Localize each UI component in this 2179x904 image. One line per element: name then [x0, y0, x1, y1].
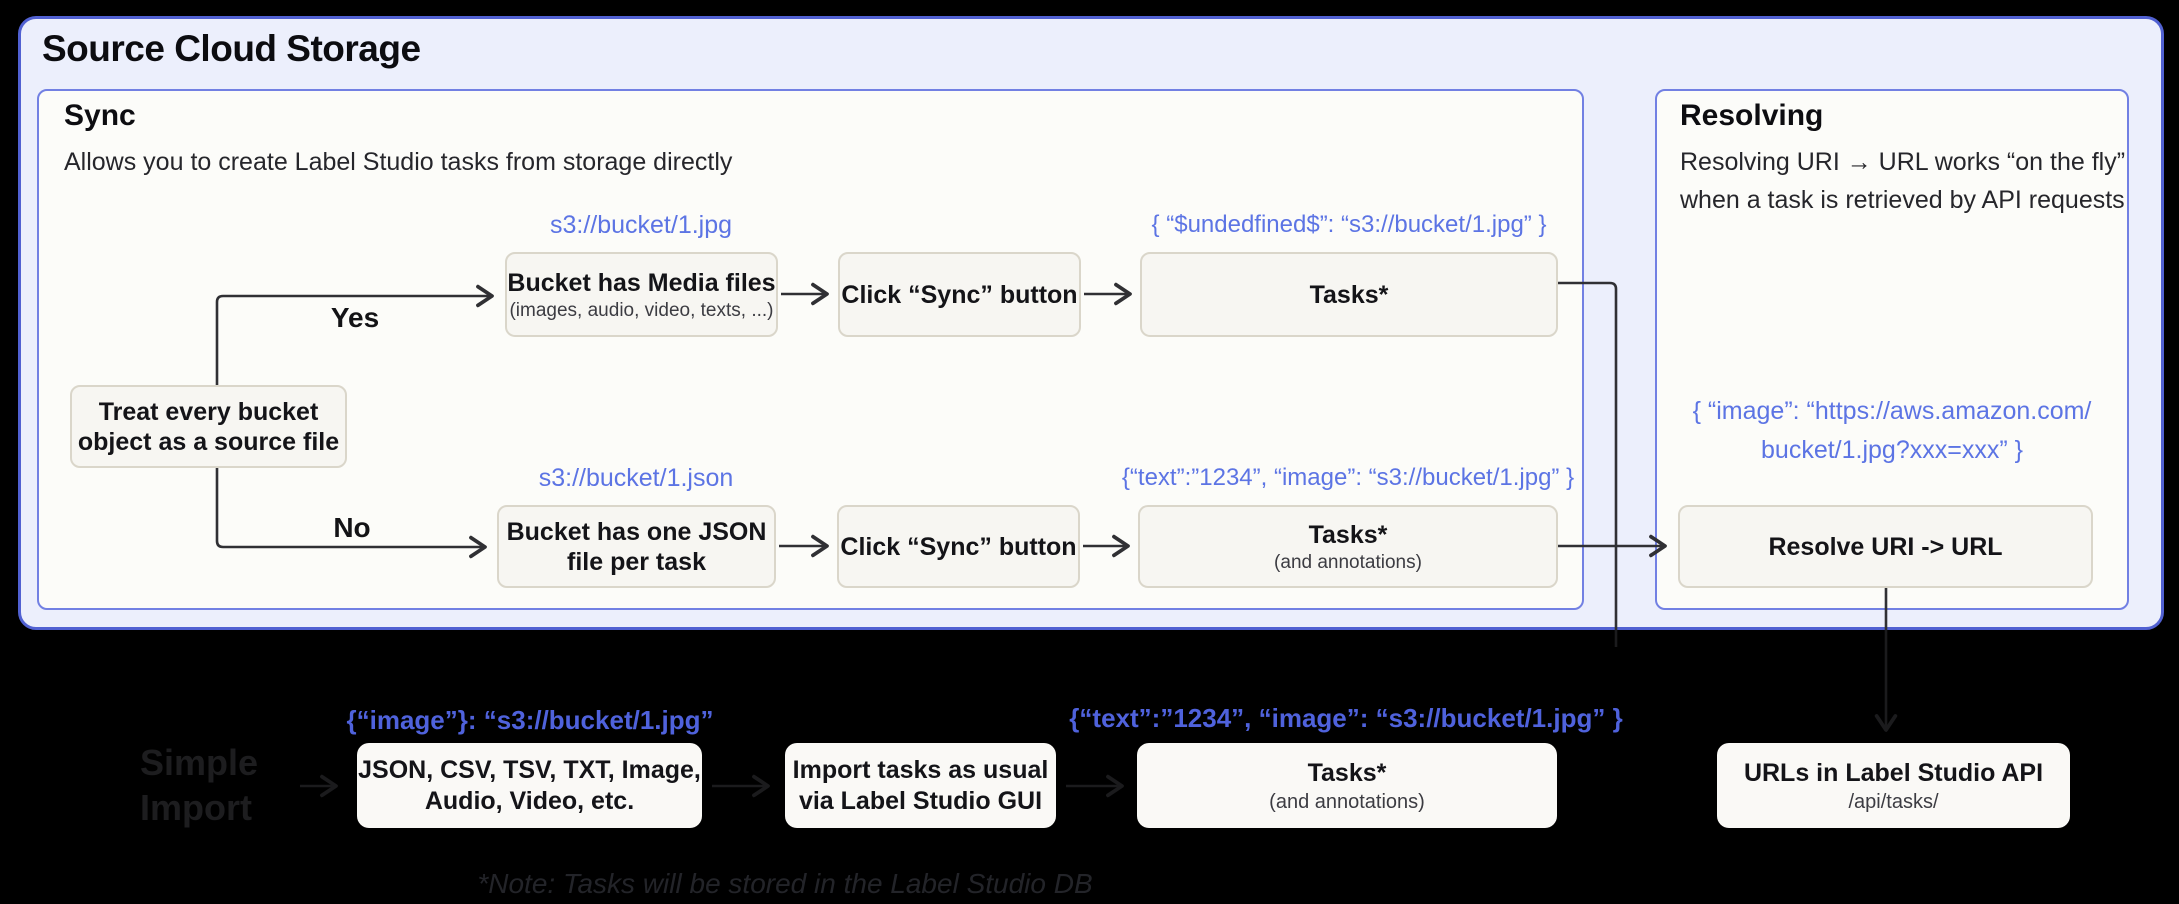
resolve-label: Resolve URI -> URL: [1768, 532, 2003, 561]
bucket-media-box: Bucket has Media files (images, audio, v…: [505, 252, 778, 337]
tasks-title-1: Tasks*: [1309, 280, 1389, 309]
formats-line1: JSON, CSV, TSV, TXT, Image,: [358, 755, 701, 784]
tasks-box-bottom: Tasks* (and annotations): [1137, 743, 1557, 828]
yes-label: Yes: [330, 302, 380, 333]
api-urls-box: URLs in Label Studio API /api/tasks/: [1717, 743, 2070, 828]
resolving-json-line1: { “image”: “https://aws.amazon.com/: [1692, 397, 2092, 425]
resolving-description: Resolving URI → URL works “on the fly” w…: [1680, 143, 2125, 219]
tasks-subtitle-bottom: (and annotations): [1269, 790, 1425, 813]
tasks-json-label-1: { “$undedfined$”: “s3://bucket/1.jpg” }: [1151, 211, 1547, 238]
sync-description: Allows you to create Label Studio tasks …: [64, 148, 733, 176]
uri-label-json: s3://bucket/1.json: [538, 464, 734, 492]
resolving-json-line2: bucket/1.jpg?xxx=xxx” }: [1761, 436, 2023, 464]
tasks-json-label-2: {“text”:”1234”, “image”: “s3://bucket/1.…: [1121, 464, 1575, 491]
bucket-json-line1: Bucket has one JSON: [506, 517, 767, 546]
simple-import-ghost-label: Simple Import: [140, 740, 258, 830]
decision-line1: Treat every bucket: [98, 397, 319, 426]
bucket-json-box: Bucket has one JSON file per task: [497, 505, 776, 588]
click-sync-label-1: Click “Sync” button: [841, 280, 1078, 309]
resolving-description-line1: Resolving URI → URL works “on the fly”: [1680, 148, 2126, 176]
page-title: Source Cloud Storage: [42, 28, 421, 69]
gui-import-box: Import tasks as usual via Label Studio G…: [785, 743, 1056, 828]
bucket-media-title: Bucket has Media files: [507, 268, 776, 297]
click-sync-box-1: Click “Sync” button: [838, 252, 1081, 337]
tasks-json-label-bottom: {“text”:”1234”, “image”: “s3://bucket/1.…: [1069, 703, 1623, 733]
api-urls-subtitle: /api/tasks/: [1848, 790, 1939, 813]
gui-line1: Import tasks as usual: [792, 755, 1049, 784]
ghost-line2: Import: [140, 787, 252, 828]
formats-json-label: {“image”}: “s3://bucket/1.jpg”: [346, 705, 714, 735]
resolving-json-label: { “image”: “https://aws.amazon.com/ buck…: [1693, 392, 2092, 470]
bucket-json-line2: file per task: [567, 547, 706, 576]
resolving-description-line2: when a task is retrieved by API requests: [1680, 186, 2125, 214]
formats-line2: Audio, Video, etc.: [424, 786, 635, 815]
resolving-heading: Resolving: [1680, 99, 1824, 132]
uri-label-media: s3://bucket/1.jpg: [549, 211, 733, 239]
tasks-title-2: Tasks*: [1308, 520, 1388, 549]
bucket-media-subtitle: (images, audio, video, texts, ...): [509, 299, 774, 321]
resolve-box: Resolve URI -> URL: [1678, 505, 2093, 588]
tasks-title-bottom: Tasks*: [1307, 758, 1387, 787]
click-sync-box-2: Click “Sync” button: [837, 505, 1080, 588]
decision-line2: object as a source file: [77, 427, 340, 456]
sync-heading: Sync: [64, 99, 136, 132]
tasks-box-1: Tasks*: [1140, 252, 1558, 337]
formats-box: JSON, CSV, TSV, TXT, Image, Audio, Video…: [357, 743, 702, 828]
click-sync-label-2: Click “Sync” button: [840, 532, 1077, 561]
api-urls-title: URLs in Label Studio API: [1743, 758, 2044, 787]
footnote: *Note: Tasks will be stored in the Label…: [477, 868, 1093, 899]
ghost-line1: Simple: [140, 742, 259, 783]
tasks-subtitle-2: (and annotations): [1274, 551, 1422, 573]
no-label: No: [333, 512, 371, 543]
gui-line2: via Label Studio GUI: [798, 786, 1043, 815]
tasks-box-2: Tasks* (and annotations): [1138, 505, 1558, 588]
decision-box: Treat every bucket object as a source fi…: [70, 385, 347, 468]
